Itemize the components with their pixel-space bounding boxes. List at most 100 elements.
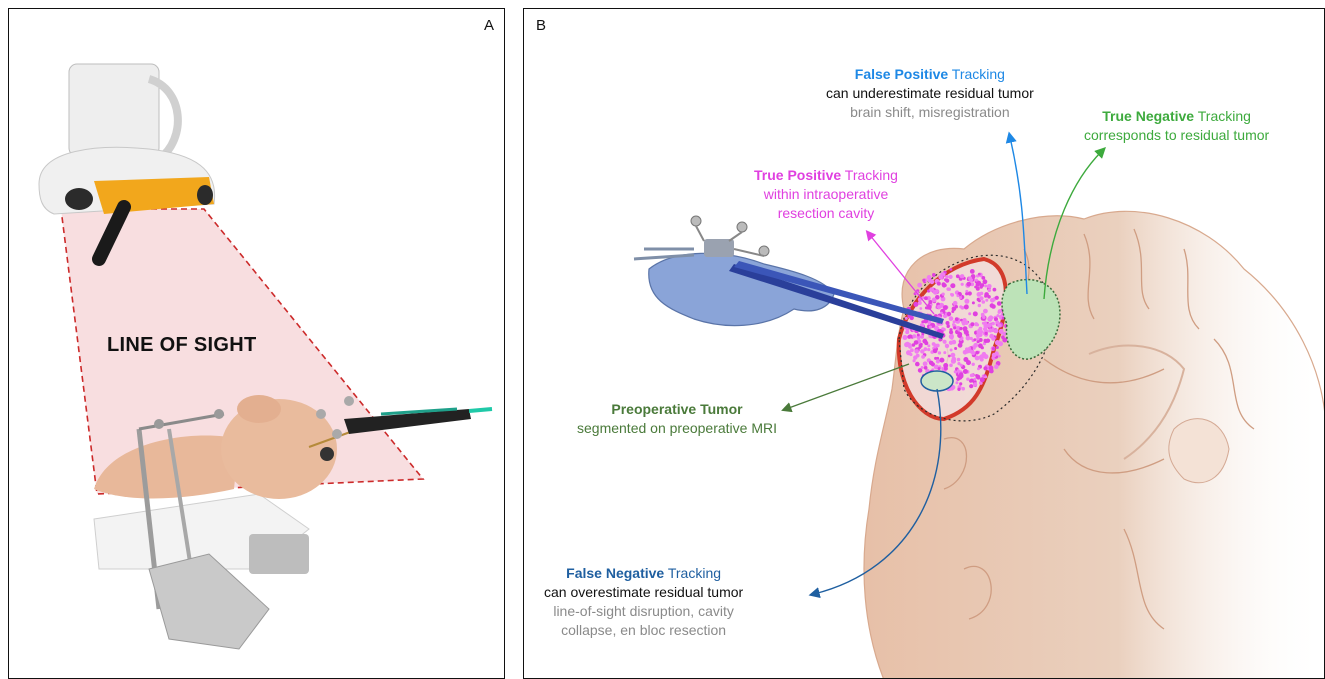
true-positive-dot (975, 356, 980, 361)
true-positive-dot (978, 343, 983, 348)
true-positive-dot (990, 298, 995, 303)
false-positive-line2: can underestimate residual tumor (826, 84, 1034, 103)
true-positive-dot (984, 339, 988, 343)
true-positive-dot (987, 323, 992, 328)
true-positive-dot (945, 279, 949, 283)
true-positive-dot (994, 329, 998, 333)
true-positive-dot (941, 327, 944, 330)
preop-tumor-line2: segmented on preoperative MRI (577, 419, 777, 438)
true-positive-dot (930, 280, 935, 285)
true-positive-dot (982, 300, 986, 304)
true-positive-dot (913, 302, 918, 307)
panel-a-illustration (9, 9, 505, 679)
true-positive-dot (949, 334, 954, 339)
true-positive-dot (988, 315, 993, 320)
true-positive-dot (966, 336, 971, 341)
true-positive-dot (970, 379, 974, 383)
true-positive-dot (949, 328, 952, 331)
true-positive-dot (921, 350, 924, 353)
true-positive-dot (937, 282, 941, 286)
true-positive-dot (979, 296, 983, 300)
true-positive-dot (988, 328, 992, 332)
true-positive-dot (957, 362, 960, 365)
true-positive-dot (945, 275, 948, 278)
false-negative-tumor (921, 371, 953, 391)
true-positive-dot (956, 330, 959, 333)
true-positive-dot (977, 330, 981, 334)
true-positive-dot (966, 282, 971, 287)
true-positive-dot (957, 369, 960, 372)
true-positive-dot (959, 327, 962, 330)
true-positive-dot (968, 276, 972, 280)
true-positive-dot (981, 276, 985, 280)
true-positive-dot (988, 289, 991, 292)
true-positive-dot (961, 387, 965, 391)
true-positive-dot (955, 305, 958, 308)
true-positive-dot (959, 296, 962, 299)
true-positive-dot (927, 344, 930, 347)
true-positive-dot (974, 322, 978, 326)
true-positive-dot (973, 338, 976, 341)
true-positive-dot (946, 321, 950, 325)
true-positive-dot (979, 327, 983, 331)
true-positive-dot (983, 279, 988, 284)
true-positive-dot (961, 283, 964, 286)
true-positive-dot (936, 359, 940, 363)
true-positive-dot (943, 351, 946, 354)
true-positive-dot (976, 283, 980, 287)
false-positive-label: False Positive Tracking can underestimat… (826, 65, 1034, 122)
true-positive-dot (984, 321, 987, 324)
true-positive-dot (924, 347, 928, 351)
true-positive-dot (984, 285, 987, 288)
true-positive-dot (996, 346, 999, 349)
true-positive-dot (912, 334, 916, 338)
true-positive-dot (913, 359, 916, 362)
true-positive-dot (980, 377, 985, 382)
true-positive-dot (964, 305, 969, 310)
true-positive-dot (934, 357, 937, 360)
true-positive-dot (997, 323, 1001, 327)
true-positive-dot (953, 320, 956, 323)
true-positive-dot (951, 293, 955, 297)
true-positive-dot (921, 355, 925, 359)
true-negative-line2: corresponds to residual tumor (1084, 126, 1269, 145)
true-positive-dot (932, 273, 936, 277)
true-positive-dot (929, 326, 932, 329)
true-positive-dot (929, 361, 934, 366)
true-positive-dot (975, 374, 978, 377)
true-positive-dot (906, 350, 911, 355)
true-positive-dot (957, 388, 960, 391)
true-positive-tail: Tracking (841, 167, 898, 183)
true-positive-dot (957, 358, 961, 362)
true-positive-dot (917, 333, 920, 336)
true-negative-head: True Negative (1102, 108, 1194, 124)
true-positive-dot (973, 382, 977, 386)
true-positive-dot (995, 340, 1000, 345)
true-positive-dot (917, 283, 922, 288)
true-positive-dot (928, 300, 932, 304)
false-positive-tail: Tracking (948, 66, 1005, 82)
true-positive-dot (969, 384, 973, 388)
true-positive-dot (942, 283, 947, 288)
true-positive-dot (968, 312, 971, 315)
true-positive-dot (953, 326, 956, 329)
true-positive-dot (950, 268, 953, 271)
true-positive-dot (994, 364, 999, 369)
true-positive-dot (948, 355, 951, 358)
true-positive-dot (957, 333, 962, 338)
true-positive-dot (985, 299, 988, 302)
true-positive-dot (938, 351, 941, 354)
true-positive-dot (985, 332, 988, 335)
true-positive-dot (972, 363, 975, 366)
true-positive-dot (924, 366, 928, 370)
true-positive-dot (927, 275, 932, 280)
true-positive-dot (976, 287, 980, 291)
true-positive-dot (949, 316, 954, 321)
true-positive-dot (973, 311, 978, 316)
true-positive-dot (932, 342, 936, 346)
false-negative-line4: collapse, en bloc resection (544, 621, 743, 640)
false-negative-tail: Tracking (664, 565, 721, 581)
false-negative-label: False Negative Tracking can overestimate… (544, 564, 743, 640)
true-positive-dot (923, 361, 928, 366)
true-positive-dot (949, 341, 953, 345)
